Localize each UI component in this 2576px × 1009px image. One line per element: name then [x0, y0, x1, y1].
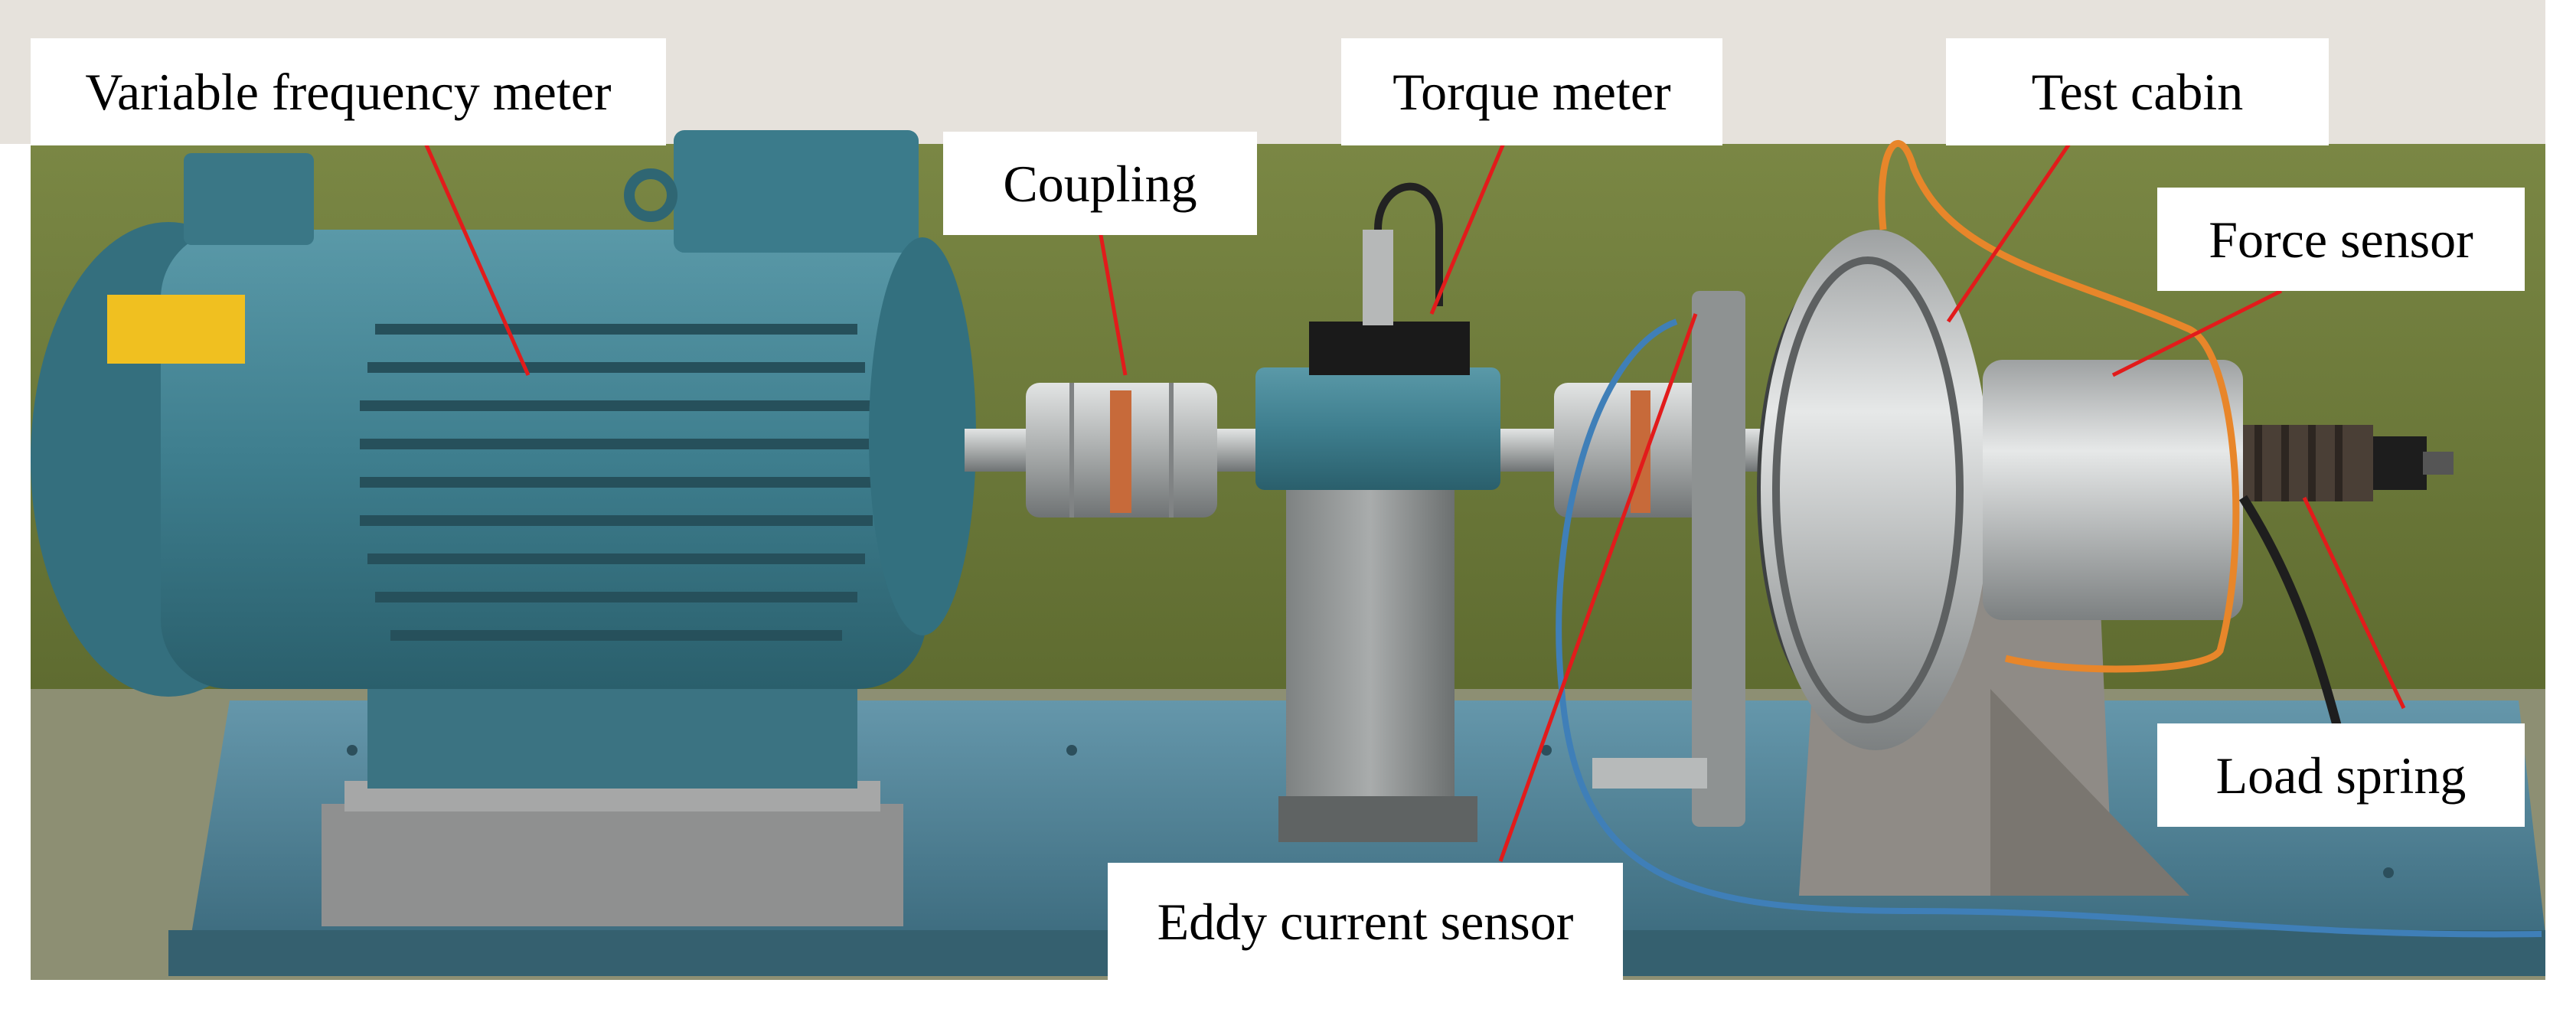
leader-variable-frequency-meter — [423, 140, 531, 377]
torque-meter-unit — [1255, 182, 1500, 842]
force-sensor-unit — [1983, 360, 2454, 620]
warning-plate — [107, 295, 245, 364]
torque-meter-stand — [1286, 475, 1455, 819]
photo-border-left — [0, 144, 31, 1009]
label-eddy-current-sensor: Eddy current sensor — [1108, 863, 1623, 980]
motor-base-plate — [322, 804, 903, 926]
leader-test-cabin — [1946, 140, 2073, 323]
leader-lines — [423, 140, 2406, 862]
motor — [31, 130, 976, 926]
label-test-cabin: Test cabin — [1946, 38, 2329, 145]
motor-cooling-fins — [360, 324, 873, 641]
load-screw — [2423, 452, 2454, 475]
eddy-sensor-bracket — [1592, 291, 1745, 827]
test-cabin-flange — [1761, 230, 1990, 750]
torque-meter-head — [1309, 322, 1470, 375]
motor-housing — [161, 230, 926, 689]
leader-coupling — [1096, 221, 1128, 376]
test-cabin — [1757, 230, 2189, 896]
label-load-spring: Load spring — [2157, 723, 2525, 827]
orange-hose — [1878, 139, 2240, 673]
test-cabin-ring — [1772, 256, 1964, 723]
photo-border-right — [2545, 0, 2576, 1009]
motor-terminal-box — [674, 130, 919, 253]
motor-feet — [367, 674, 857, 789]
leader-force-sensor — [2111, 289, 2283, 377]
leader-eddy-current-sensor — [1498, 313, 1698, 862]
coupling-left — [1026, 383, 1217, 518]
torque-meter-cable — [1374, 182, 1443, 306]
blue-sensor-cable — [1556, 318, 2542, 938]
motor-front-flange — [869, 237, 976, 635]
lifting-eye — [624, 168, 677, 222]
label-variable-frequency-meter: Variable frequency meter — [31, 38, 666, 145]
label-force-sensor: Force sensor — [2157, 188, 2525, 291]
force-sensor-body — [1983, 360, 2243, 620]
torque-meter-stand-base — [1278, 796, 1477, 842]
leader-load-spring — [2302, 496, 2406, 710]
load-spring-nut — [2373, 436, 2427, 490]
test-cabin-gusset — [1990, 689, 2189, 896]
label-coupling: Coupling — [943, 132, 1257, 235]
torque-meter-connector — [1363, 230, 1393, 325]
label-torque-meter: Torque meter — [1341, 38, 1722, 145]
motor-top-box — [184, 153, 314, 245]
load-spring-turns — [2254, 425, 2343, 501]
torque-meter-body — [1255, 367, 1500, 490]
leader-torque-meter — [1429, 141, 1507, 315]
